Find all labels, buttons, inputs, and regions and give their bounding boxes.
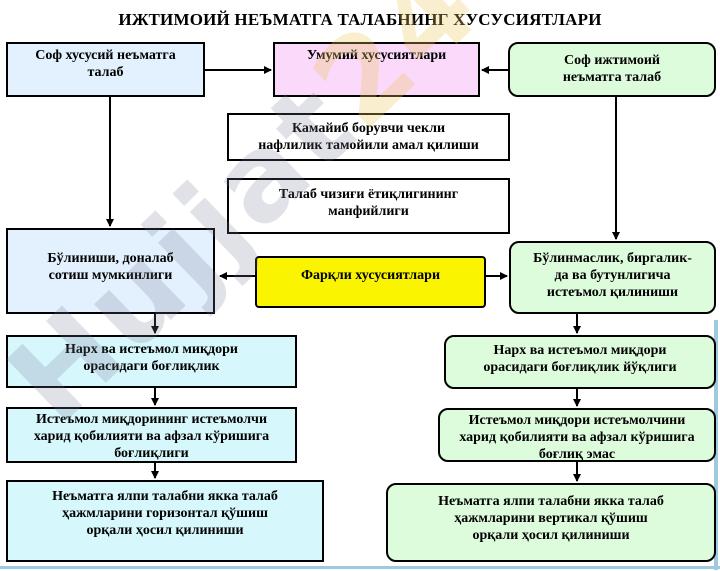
box-line: Истеъмол миқдорининг истеъмолчи xyxy=(35,412,268,427)
box-line: Истеъмол миқдори истеъмолчини xyxy=(468,413,686,428)
diminishing-marginal-utility-box: Камайиб борувчи чекли нафлилик тамойили … xyxy=(227,113,510,161)
box-line: Умумий хусусиятлари xyxy=(306,48,447,63)
pure-private-good-demand-box: Соф хусусий неъматга талаб xyxy=(6,42,205,97)
box-line: Неъматга ялпи талабни якка талаб xyxy=(52,489,278,504)
box-line: Соф ижтимоий xyxy=(564,53,660,68)
box-line: боғлиқ эмас xyxy=(538,447,616,462)
box-line: да ва бутунлигича xyxy=(554,268,671,283)
box-line: Бўлинмаслик, биргалик- xyxy=(533,251,692,266)
box-line: харид қобилияти ва афзал кўришига xyxy=(33,429,270,444)
demand-curve-slope-box: Талаб чизиғи ётиқлигининг манфийлиги xyxy=(227,178,510,234)
price-quantity-relation-box: Нарх ва истеъмол миқдори орасидаги боғли… xyxy=(6,335,297,388)
box-line: харид қобилияти ва афзал кўришига xyxy=(459,430,695,445)
box-line: орқали ҳосил қилиниши xyxy=(472,528,630,543)
indivisibility-box: Бўлинмаслик, биргалик- да ва бутунлигича… xyxy=(509,241,716,314)
box-line: нафлилик тамойили амал қилиши xyxy=(258,138,479,153)
box-line: неъматга талаб xyxy=(562,70,662,85)
box-line: истеъмол қилиниши xyxy=(546,285,679,300)
box-line: Фарқли хусусиятлари xyxy=(300,268,441,283)
divisibility-box: Бўлиниши, доналаб сотиш мумкинлиги xyxy=(6,228,215,314)
frame-edge-bottom xyxy=(0,566,720,569)
box-line: орасидаги боғлиқлик йўқлиги xyxy=(483,360,677,375)
distinct-features-box: Фарқли хусусиятлари xyxy=(255,256,486,308)
box-line: Талаб чизиғи ётиқлигининг xyxy=(278,187,459,202)
box-line: Неъматга ялпи талабни якка талаб xyxy=(438,494,664,509)
box-line: Нарх ва истеъмол миқдори xyxy=(65,342,238,357)
box-line: орасидаги боғлиқлик xyxy=(83,359,220,374)
box-line: Камайиб борувчи чекли xyxy=(291,121,446,136)
box-line: манфийлиги xyxy=(328,204,409,219)
frame-edge-right xyxy=(714,320,718,570)
general-features-box: Умумий хусусиятлари xyxy=(273,42,480,97)
consumption-depends-box: Истеъмол миқдорининг истеъмолчи харид қо… xyxy=(6,407,297,463)
pure-public-good-demand-box: Соф ижтимоий неъматга талаб xyxy=(508,42,716,97)
box-line: Соф хусусий неъматга xyxy=(35,48,176,63)
box-line: ҳажмларини горизонтал қўшиш xyxy=(62,506,268,521)
box-line: талаб xyxy=(87,65,124,80)
diagram-title: ИЖТИМОИЙ НЕЪМАТГА ТАЛАБНИНГ ХУСУСИЯТЛАРИ xyxy=(118,10,602,29)
horizontal-summation-box: Неъматга ялпи талабни якка талаб ҳажмлар… xyxy=(6,480,324,562)
box-line: Бўлиниши, доналаб xyxy=(47,251,174,266)
box-line: боғлиқлиги xyxy=(114,446,189,461)
box-line: ҳажмларини вертикал қўшиш xyxy=(454,511,648,526)
no-price-quantity-relation-box: Нарх ва истеъмол миқдори орасидаги боғли… xyxy=(444,335,716,389)
box-line: Нарх ва истеъмол миқдори xyxy=(493,343,667,358)
consumption-not-depends-box: Истеъмол миқдори истеъмолчини харид қоби… xyxy=(438,408,716,462)
box-line: сотиш мумкинлиги xyxy=(48,268,173,283)
box-line: орқали ҳосил қилиниши xyxy=(86,523,244,538)
vertical-summation-box: Неъматга ялпи талабни якка талаб ҳажмлар… xyxy=(386,483,716,562)
